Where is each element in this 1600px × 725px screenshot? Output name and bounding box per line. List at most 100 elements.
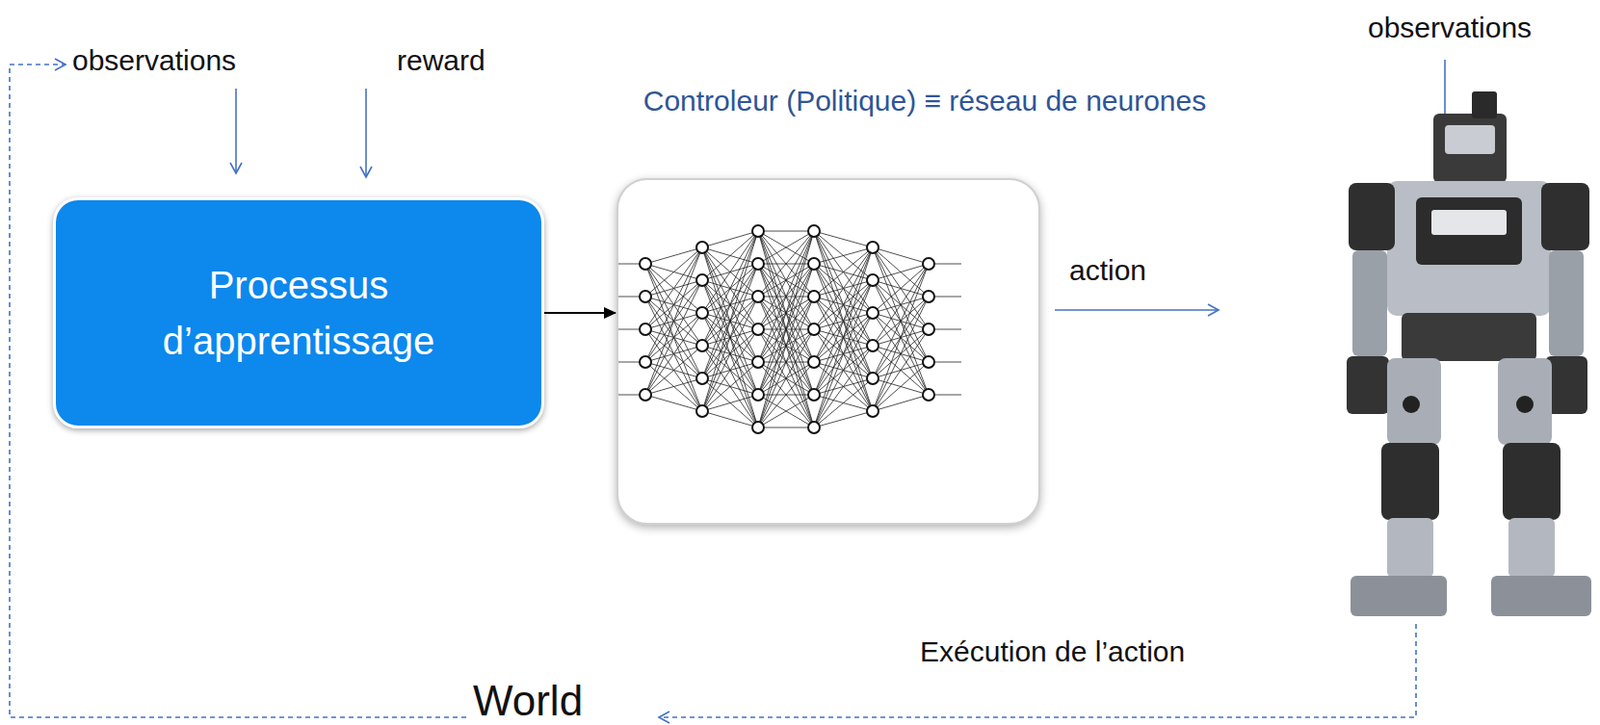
network-link bbox=[702, 231, 759, 314]
network-link bbox=[645, 345, 703, 395]
network-link bbox=[758, 231, 814, 264]
neuron bbox=[866, 241, 879, 254]
robot-illustration bbox=[1346, 91, 1592, 617]
network-link bbox=[813, 231, 873, 379]
network-link bbox=[758, 231, 814, 264]
network-link bbox=[758, 329, 814, 428]
world-label: World bbox=[469, 680, 587, 723]
network-link bbox=[645, 247, 703, 297]
network-link bbox=[813, 247, 873, 297]
neuron bbox=[922, 258, 935, 270]
network-link bbox=[645, 247, 703, 330]
network-link bbox=[702, 231, 759, 412]
network-link bbox=[813, 231, 873, 412]
network-link bbox=[813, 247, 873, 363]
network-link bbox=[702, 378, 759, 428]
network-link bbox=[872, 263, 929, 412]
neural-network-illustration bbox=[618, 180, 1043, 527]
neuron bbox=[866, 405, 879, 418]
network-link bbox=[813, 231, 873, 281]
network-link bbox=[758, 231, 814, 428]
network-link bbox=[702, 247, 759, 428]
network-link bbox=[645, 329, 703, 412]
neuron bbox=[696, 307, 709, 319]
neuron bbox=[808, 421, 820, 434]
network-link bbox=[702, 362, 759, 412]
network-link bbox=[645, 280, 703, 395]
network-link bbox=[758, 296, 814, 428]
network-link bbox=[758, 231, 814, 363]
network-link bbox=[758, 231, 814, 233]
network-link bbox=[813, 231, 873, 346]
action-arrow bbox=[1054, 309, 1219, 312]
controller-node: Controleur (Politique) ≡ réseau de neuro… bbox=[616, 178, 1041, 525]
network-link bbox=[813, 280, 873, 428]
network-link bbox=[645, 394, 703, 412]
network-link bbox=[872, 247, 929, 297]
neuron bbox=[696, 372, 709, 385]
network-link bbox=[645, 378, 703, 395]
network-link bbox=[702, 313, 759, 428]
network-link bbox=[758, 427, 814, 429]
neuron bbox=[639, 258, 652, 270]
network-link bbox=[813, 247, 873, 428]
network-link bbox=[645, 263, 703, 412]
network-link bbox=[645, 313, 703, 395]
execution-loop bbox=[658, 624, 1417, 718]
network-link bbox=[758, 231, 814, 297]
reward-arrow bbox=[365, 88, 368, 178]
network-link bbox=[758, 362, 814, 428]
flow-arrow bbox=[544, 312, 616, 315]
network-link bbox=[702, 263, 759, 412]
neuron bbox=[752, 356, 764, 368]
network-link bbox=[813, 345, 873, 428]
network-link bbox=[872, 263, 929, 379]
network-link bbox=[813, 247, 873, 330]
neuron bbox=[808, 356, 820, 368]
network-link bbox=[702, 231, 759, 281]
neuron bbox=[808, 258, 820, 270]
network-link bbox=[702, 231, 759, 346]
neuron bbox=[922, 389, 935, 401]
neuron bbox=[808, 323, 820, 336]
network-link bbox=[872, 247, 929, 395]
neuron bbox=[922, 356, 935, 368]
neuron bbox=[752, 389, 764, 401]
neuron bbox=[696, 340, 709, 352]
network-link bbox=[702, 280, 759, 428]
network-link bbox=[813, 313, 873, 428]
network-link bbox=[758, 231, 814, 363]
network-link bbox=[702, 231, 759, 379]
observation-label: observations bbox=[1367, 11, 1532, 46]
controller-heading: Controleur (Politique) ≡ réseau de neuro… bbox=[505, 83, 1344, 119]
neuron bbox=[639, 356, 652, 368]
network-link bbox=[645, 296, 703, 412]
network-link bbox=[758, 263, 814, 428]
network-link bbox=[758, 231, 814, 297]
neuron bbox=[696, 274, 709, 287]
process-box: Processus d’apprentissage bbox=[52, 197, 545, 429]
network-link bbox=[872, 296, 929, 412]
process-title: Processus d’apprentissage bbox=[84, 257, 513, 369]
network-link bbox=[758, 362, 814, 428]
network-link bbox=[702, 231, 759, 248]
neuron bbox=[752, 323, 764, 336]
neuron bbox=[808, 290, 820, 303]
neuron bbox=[696, 405, 709, 418]
observation-label: observations bbox=[72, 44, 237, 79]
neuron bbox=[752, 225, 764, 237]
neuron bbox=[752, 290, 764, 303]
network-link bbox=[872, 362, 929, 412]
network-link bbox=[758, 231, 814, 428]
neuron bbox=[922, 323, 935, 336]
network-link bbox=[872, 329, 929, 412]
neuron bbox=[866, 372, 879, 385]
neuron bbox=[752, 421, 764, 434]
neuron bbox=[752, 258, 764, 270]
network-link bbox=[758, 263, 814, 428]
network-link bbox=[813, 411, 873, 428]
neuron bbox=[866, 307, 879, 319]
action-label: action bbox=[1069, 254, 1147, 289]
execution-label: Exécution de l’action bbox=[919, 635, 1185, 670]
